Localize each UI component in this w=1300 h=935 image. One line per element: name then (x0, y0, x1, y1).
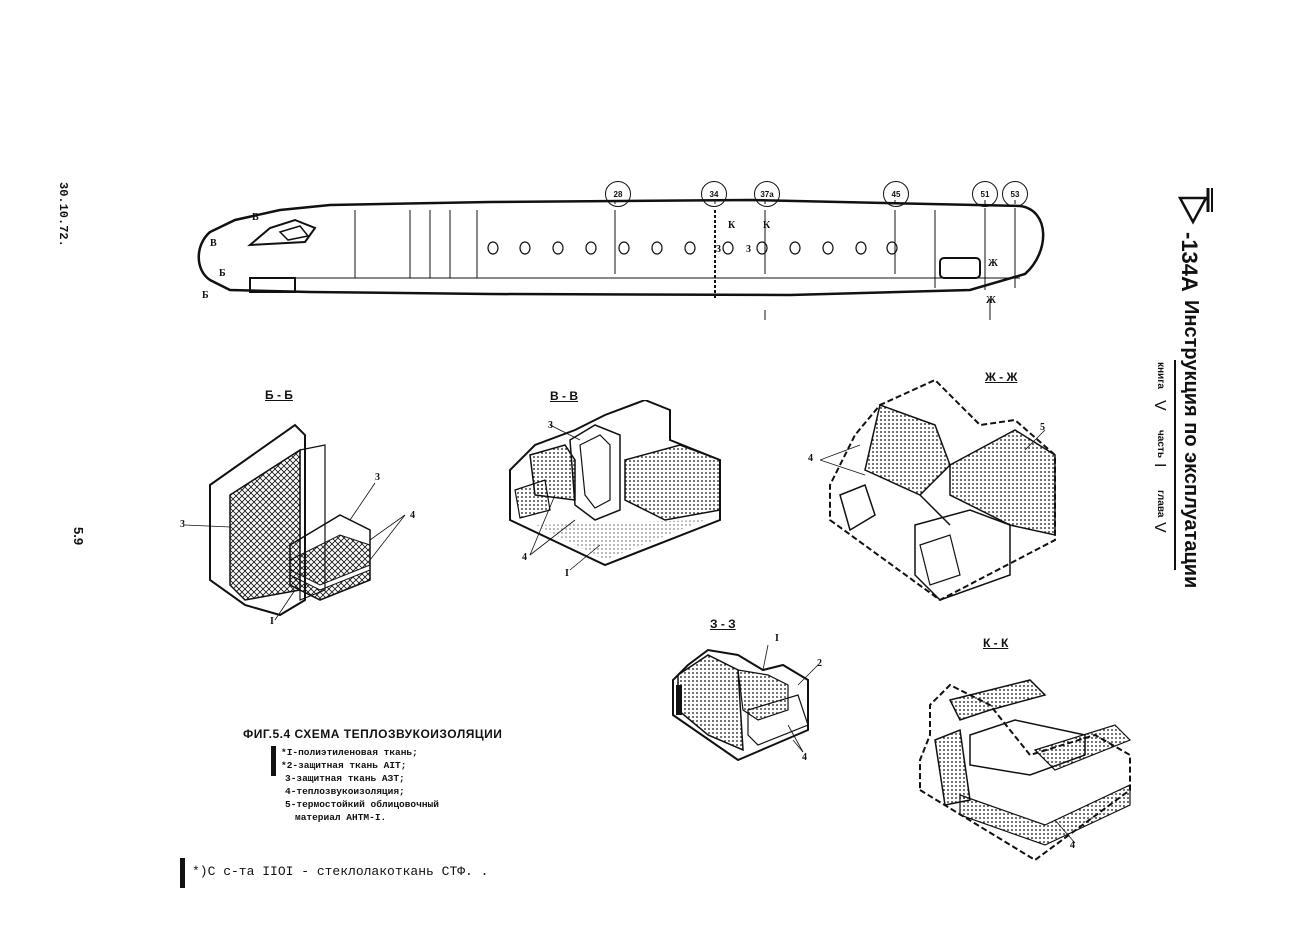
section-kk-label: К - К (983, 636, 1009, 650)
section-mark-b-1: Б (219, 268, 226, 279)
frame-45-label: 45 (891, 189, 901, 199)
zz-callout-1: I (775, 633, 779, 644)
header-title: Инструкция по эксплуатации (1180, 300, 1202, 589)
figure-caption: ФИГ.5.4 СХЕМА ТЕПЛОЗВУКОИЗОЛЯЦИИ (243, 727, 503, 741)
header-part-label: часть (1155, 430, 1166, 458)
header-part-value: I (1151, 463, 1168, 468)
legend-item: материал АНТМ-I. (295, 812, 387, 823)
frame-34-marker: 34 (701, 181, 727, 207)
footnote: *)С с-та IIOI - стеклолакоткань СТФ. . (192, 864, 489, 879)
header-chapter-value: V (1151, 522, 1168, 533)
bb-callout-4: 4 (410, 510, 415, 521)
header-book-label: книга (1155, 362, 1166, 389)
legend-item: 3-защитная ткань АЗТ; (285, 773, 405, 784)
section-mark-k-1: К (728, 220, 736, 231)
kk-callout-4: 4 (1070, 840, 1075, 851)
vv-callout-4: 4 (522, 552, 527, 563)
aircraft-logo-icon (1177, 188, 1213, 225)
frame-51-label: 51 (980, 189, 990, 199)
bb-callout-3a: 3 (180, 519, 185, 530)
section-zz-label: З - З (710, 617, 736, 631)
section-bb-drawing (185, 423, 406, 621)
zhzh-callout-5: 5 (1040, 422, 1045, 433)
section-zz-drawing (672, 644, 819, 762)
date-stamp: 30.10.72. (56, 182, 70, 247)
section-kk-drawing (919, 679, 1132, 862)
legend-item: 5-термостойкий облицовочный (285, 799, 439, 810)
section-mark-v-2: В (210, 238, 217, 249)
zz-callout-4: 4 (802, 752, 807, 763)
legend-list: *I-полиэтиленовая ткань; *2-защитная тка… (281, 746, 439, 824)
header-rule (1174, 360, 1176, 570)
frame-28-label: 28 (613, 189, 623, 199)
zz-callout-2: 2 (817, 658, 822, 669)
footnote-change-bar (180, 858, 185, 888)
bb-callout-1: I (270, 616, 274, 627)
header-book-value: V (1151, 400, 1168, 411)
frame-34-label: 34 (709, 189, 719, 199)
frame-45-marker: 45 (883, 181, 909, 207)
section-bb-label: Б - Б (265, 388, 293, 402)
zhzh-callout-4: 4 (808, 453, 813, 464)
bb-callout-3b: 3 (375, 472, 380, 483)
vv-callout-3: 3 (548, 420, 553, 431)
fuselage-drawing (197, 198, 1045, 320)
frame-53-marker: 53 (1002, 181, 1028, 207)
frame-51-marker: 51 (972, 181, 998, 207)
frame-28-marker: 28 (605, 181, 631, 207)
header-block: -134А Инструкция по эксплуатации книга V… (1120, 180, 1230, 588)
frame-37a-marker: 37а (754, 181, 780, 207)
section-mark-b-2: Б (202, 290, 209, 301)
section-zhzh-drawing (820, 378, 1056, 602)
section-mark-z-2: 3 (746, 244, 751, 255)
section-mark-v-1: В (252, 212, 259, 223)
section-mark-zh-2: Ж (986, 295, 996, 306)
section-zhzh-label: Ж - Ж (985, 370, 1018, 384)
header-chapter-label: глава (1155, 490, 1166, 518)
change-bar (271, 746, 276, 776)
frame-37a-label: 37а (760, 189, 774, 199)
section-mark-z-1: 3 (716, 244, 721, 255)
section-vv-label: В - В (550, 389, 578, 403)
frame-53-label: 53 (1010, 189, 1020, 199)
section-vv-drawing (509, 400, 721, 571)
section-mark-zh-1: Ж (988, 258, 998, 269)
legend-item: *2-защитная ткань АIТ; (281, 760, 407, 771)
section-mark-k-2: К (763, 220, 771, 231)
header-aircraft: -134А (1177, 232, 1202, 292)
vv-callout-1: I (565, 568, 569, 579)
page-number: 5.9 (71, 527, 86, 546)
legend-item: *I-полиэтиленовая ткань; (281, 747, 418, 758)
legend-item: 4-теплозвукоизоляция; (285, 786, 405, 797)
